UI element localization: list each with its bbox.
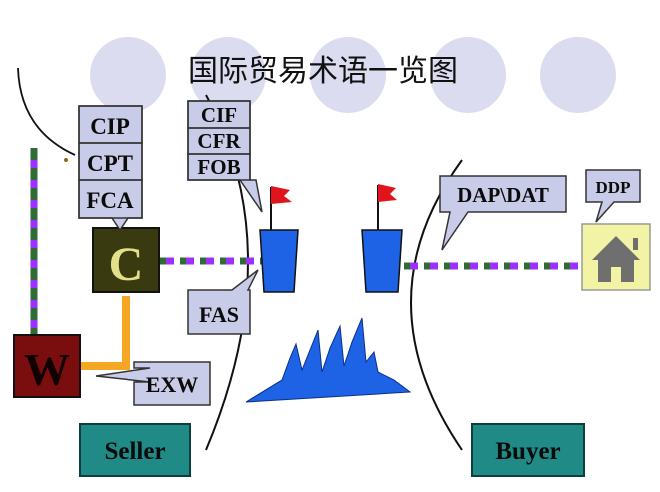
c-node-label: C — [109, 238, 144, 291]
term-cpt: CPT — [87, 151, 133, 176]
term-cif: CIF — [201, 103, 237, 127]
callout-exw: EXW — [95, 361, 211, 406]
term-ddp: DDP — [596, 178, 631, 197]
w-node: W — [13, 334, 81, 398]
buyer-ship-icon — [361, 184, 403, 293]
callout-ddp: DDP — [585, 169, 641, 223]
buyer-box: Buyer — [471, 423, 585, 477]
dot-marker — [64, 158, 68, 162]
term-cip: CIP — [90, 114, 130, 139]
callout-dap-dat: DAP\DAT — [439, 175, 567, 251]
term-fob: FOB — [197, 155, 240, 179]
seller-label: Seller — [104, 438, 165, 465]
w-node-label: W — [24, 344, 70, 395]
callout-cip-cpt-fca: CIP CPT FCA — [78, 105, 143, 232]
sea-waves-icon — [245, 317, 412, 403]
route-exw — [80, 296, 130, 370]
seller-ship-icon — [259, 186, 299, 293]
term-fas: FAS — [199, 302, 239, 327]
c-node: C — [92, 227, 160, 293]
background-circles — [90, 37, 616, 113]
term-dap-dat: DAP\DAT — [457, 183, 549, 207]
seller-box: Seller — [79, 423, 191, 477]
term-exw: EXW — [146, 372, 199, 397]
buyer-label: Buyer — [495, 438, 560, 465]
house-icon — [581, 223, 651, 291]
buyer-port-boundary — [410, 159, 463, 451]
term-fca: FCA — [86, 188, 134, 213]
callout-cif-cfr-fob: CIF CFR FOB — [187, 100, 263, 213]
diagram-title: 国际贸易术语一览图 — [188, 54, 458, 89]
callout-fas: FAS — [187, 269, 259, 335]
term-cfr: CFR — [197, 129, 241, 153]
curve-decoration — [17, 67, 76, 156]
